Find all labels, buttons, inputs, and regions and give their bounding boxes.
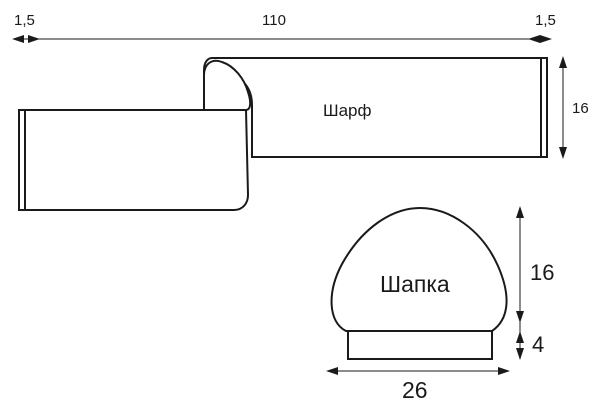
arrow-right-icon — [540, 35, 552, 43]
scarf-upper-body — [203, 57, 547, 158]
scarf-edge-left-label: 1,5 — [14, 12, 35, 29]
arrow-up-icon — [559, 56, 567, 68]
hat-band — [347, 330, 493, 360]
arrow-down-icon — [559, 147, 567, 159]
hat-height-dimension — [516, 206, 524, 360]
scarf-label: Шарф — [323, 101, 371, 120]
scarf-height-label: 16 — [572, 100, 589, 117]
hat-drawing — [330, 206, 508, 360]
hat-width-dimension — [326, 367, 510, 375]
arrow-down-icon — [516, 348, 524, 360]
scarf-height-dimension — [559, 56, 567, 159]
arrow-up-icon — [516, 206, 524, 218]
scarf-edge-right-label: 1,5 — [535, 12, 556, 29]
scarf-lower-body — [21, 109, 250, 211]
arrow-right-icon — [28, 35, 40, 43]
hat-width-label: 26 — [402, 377, 428, 403]
arrow-right-icon — [498, 367, 510, 375]
scarf-width-dimension — [12, 35, 552, 43]
scarf-drawing — [18, 57, 548, 211]
arrow-left-icon — [12, 35, 24, 43]
hat-crown-height-label: 16 — [530, 260, 554, 285]
scarf-left-edge — [18, 109, 26, 211]
scarf-width-label: 110 — [262, 12, 286, 29]
arrow-left-icon — [326, 367, 338, 375]
scarf-fold — [203, 59, 252, 111]
arrow-left-icon — [528, 35, 540, 43]
hat-label: Шапка — [380, 271, 450, 297]
hat-crown — [330, 206, 508, 332]
arrow-up-icon — [516, 331, 524, 343]
scarf-right-edge — [540, 57, 548, 158]
arrow-down-icon — [516, 311, 524, 323]
hat-band-height-label: 4 — [532, 332, 544, 357]
